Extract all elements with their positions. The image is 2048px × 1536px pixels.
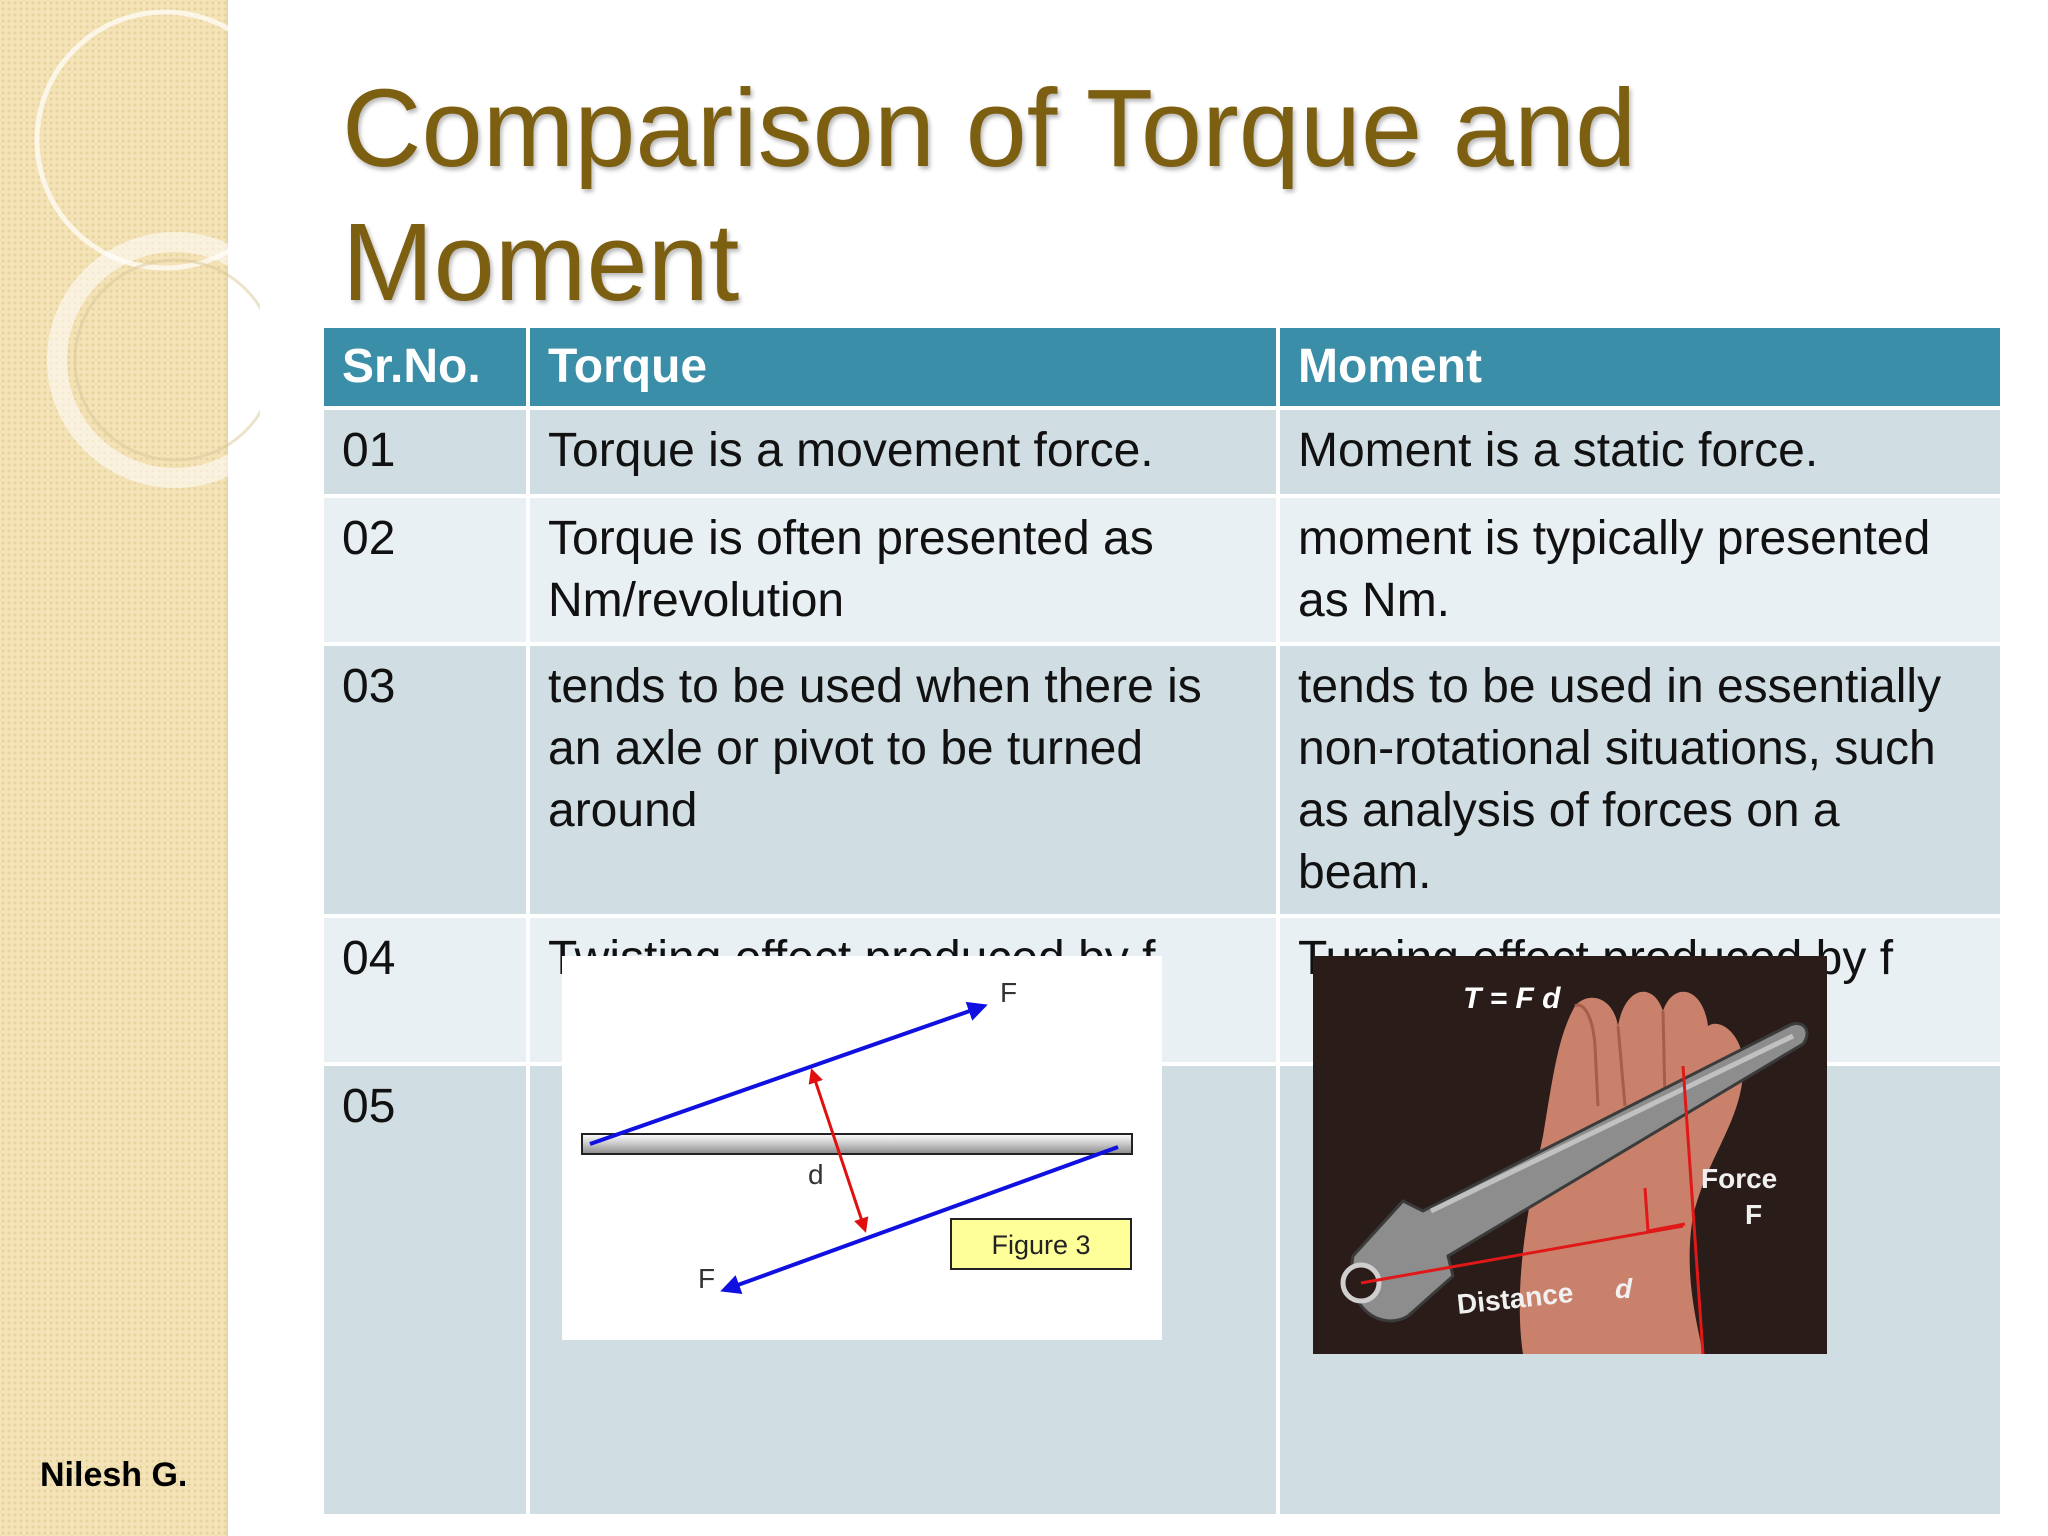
force-symbol: F xyxy=(1745,1199,1762,1230)
force-couple-figure: F F d Figure 3 xyxy=(562,956,1162,1340)
cell-moment: Moment is a static force. xyxy=(1276,406,2004,498)
header-moment: Moment xyxy=(1276,324,2004,410)
cell-moment: moment is typically presented as Nm. xyxy=(1276,494,2004,646)
cell-sr-no: 02 xyxy=(320,494,530,646)
cell-moment: tends to be used in essentially non-rota… xyxy=(1276,642,2004,918)
distance-label: d xyxy=(808,1159,824,1190)
wrench-hand-figure: T = F d Force F Distance d xyxy=(1313,956,1827,1354)
cell-sr-no: 05 xyxy=(320,1062,530,1518)
force-arrow-top xyxy=(589,1001,988,1146)
side-band-edge xyxy=(226,0,228,1536)
cell-torque: tends to be used when there is an axle o… xyxy=(526,642,1280,918)
table-row: 02 Torque is often presented as Nm/revol… xyxy=(320,494,2004,646)
force-label-bottom: F xyxy=(698,1263,715,1294)
cell-sr-no: 03 xyxy=(320,642,530,918)
beam-bar xyxy=(581,1133,1133,1155)
cell-torque: Torque is often presented as Nm/revoluti… xyxy=(526,494,1280,646)
table-row: 01 Torque is a movement force. Moment is… xyxy=(320,406,2004,498)
distance-arrow xyxy=(808,1068,869,1233)
figure-caption-box xyxy=(950,1218,1132,1270)
right-angle-marker xyxy=(1643,1187,1686,1233)
force-arrow-bottom xyxy=(720,1145,1119,1294)
header-sr-no: Sr.No. xyxy=(320,324,530,410)
decorative-rings xyxy=(34,9,260,488)
table-header-row: Sr.No. Torque Moment xyxy=(320,324,2004,410)
force-line xyxy=(1681,1065,1705,1354)
distance-line xyxy=(1360,1224,1684,1285)
distance-symbol: d xyxy=(1615,1273,1633,1304)
header-torque: Torque xyxy=(526,324,1280,410)
slide-title: Comparison of Torque and Moment xyxy=(342,67,1637,324)
cell-sr-no: 04 xyxy=(320,914,530,1066)
figure-caption: Figure 3 xyxy=(991,1230,1090,1260)
cell-torque: Torque is a movement force. xyxy=(526,406,1280,498)
author-footer: Nilesh G. xyxy=(40,1456,188,1494)
formula-label: T = F d xyxy=(1463,982,1561,1015)
table-row: 03 tends to be used when there is an axl… xyxy=(320,642,2004,918)
force-text: Force xyxy=(1701,1163,1777,1194)
cell-sr-no: 01 xyxy=(320,406,530,498)
force-label-top: F xyxy=(1000,977,1017,1008)
